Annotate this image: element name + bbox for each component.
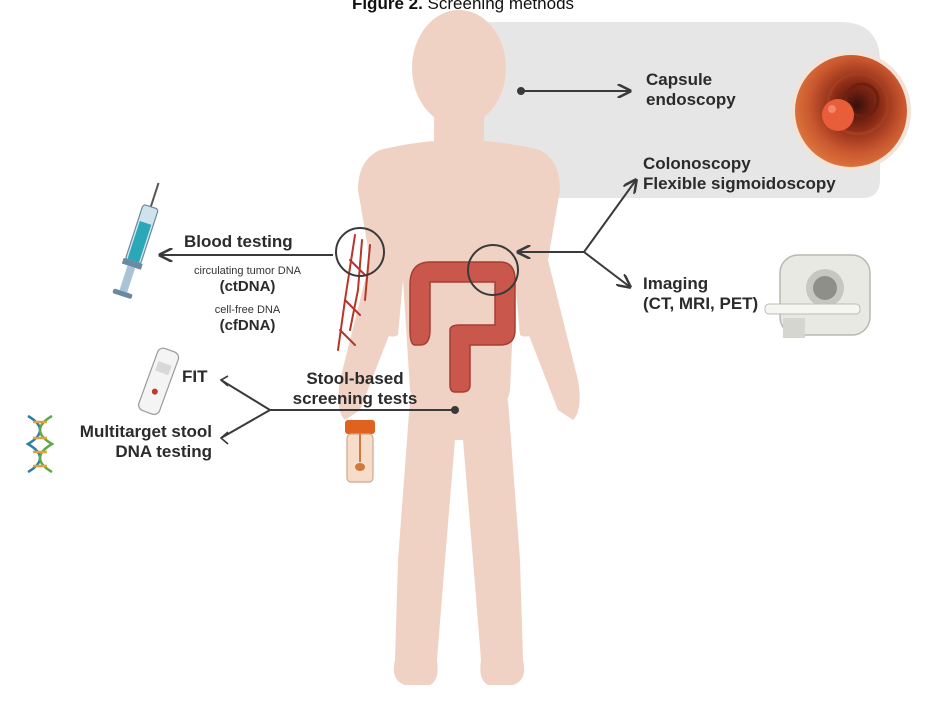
caption-prefix: Figure 2. (351, 0, 423, 13)
body-silhouette (338, 10, 580, 685)
stool-container-icon (345, 420, 375, 483)
upper-panel (470, 22, 880, 198)
colonoscopy-label: Colonoscopy Flexible sigmoidoscopy (643, 154, 836, 193)
arm-magnifier (335, 227, 385, 277)
connectors (160, 88, 636, 445)
stool-based-label: Stool-based screening tests (292, 369, 418, 408)
caption-text: Screening methods (427, 0, 575, 13)
dna-helix-icon (25, 414, 55, 474)
ctdna-label: circulating tumor DNA (ctDNA) (194, 265, 301, 295)
blood-testing-label: Blood testing (184, 232, 293, 251)
fit-label: FIT (182, 367, 208, 386)
capsule-endoscopy-label: Capsule endoscopy (646, 70, 736, 109)
figure-caption: Figure 2. Screening methods (0, 0, 926, 14)
ct-scanner-icon (764, 254, 871, 338)
syringe-icon (112, 182, 160, 299)
arm-veins (337, 234, 371, 351)
imaging-label: Imaging (CT, MRI, PET) (643, 274, 759, 313)
fit-test-icon (138, 347, 180, 415)
endoscopy-view-icon (791, 51, 911, 171)
colon-magnifier (467, 244, 519, 296)
multitarget-stool-label: Multitarget stool DNA testing (79, 422, 212, 461)
colon-organ (409, 261, 516, 393)
cfdna-label: cell-free DNA (cfDNA) (214, 304, 281, 334)
